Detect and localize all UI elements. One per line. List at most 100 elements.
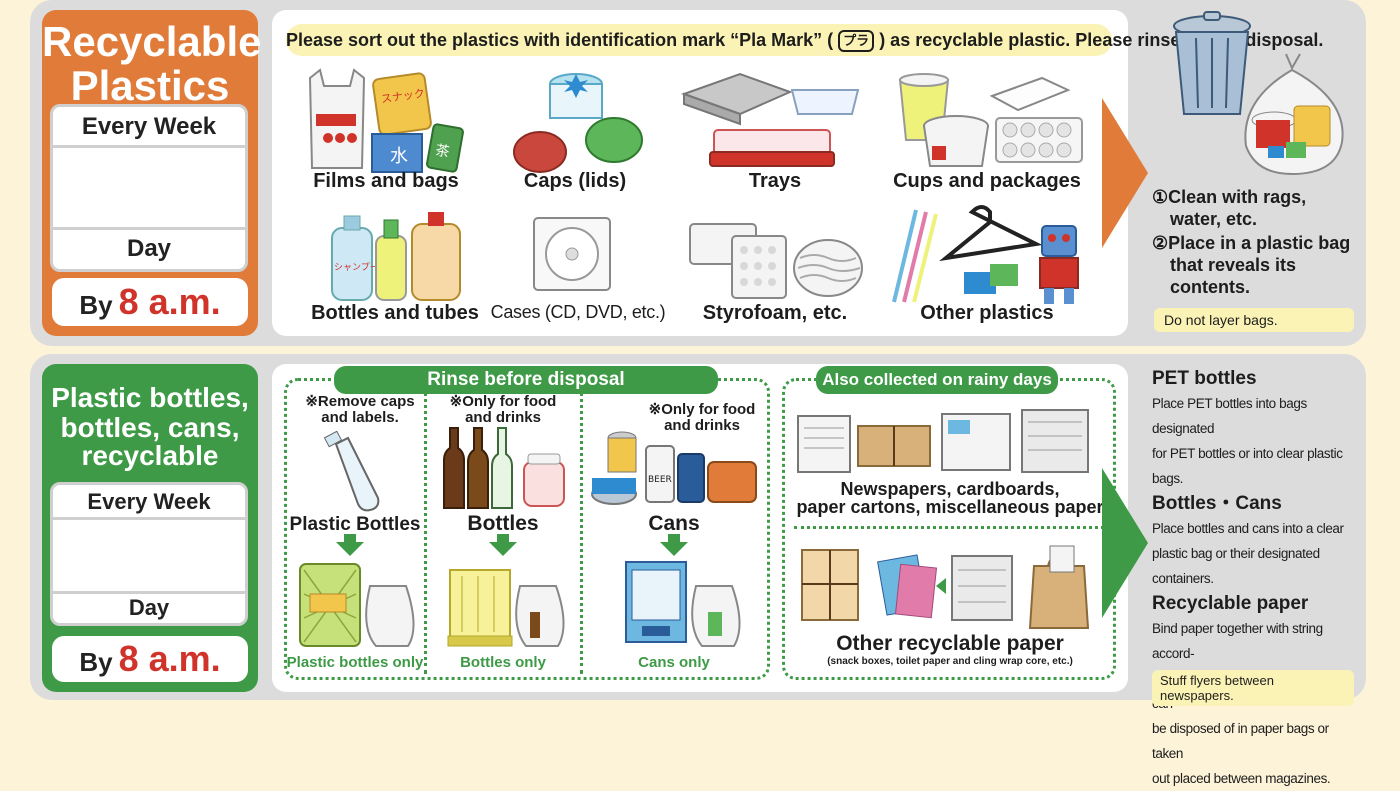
cans-icon: BEER [591, 431, 757, 505]
item-label-cases: Cases (CD, DVD, etc.) [490, 302, 666, 322]
down-arrow-head [489, 542, 517, 556]
day-label: Day [128, 595, 170, 620]
cups-packages-icon [898, 73, 1083, 167]
bottles-cans-heading: Bottles・Cans [1152, 493, 1282, 514]
note-line2: and labels. [321, 409, 399, 426]
note-line1: ※Only for food [648, 401, 756, 418]
divider [794, 526, 1104, 529]
pet-bottle-icon [323, 430, 380, 512]
step-2-line2: that reveals its [1170, 255, 1297, 275]
rainy-days-label: Also collected on rainy days [816, 366, 1058, 394]
divider [580, 392, 583, 674]
deadline-time: 8 a.m. [118, 281, 221, 322]
glass-bottles-icon [443, 427, 565, 509]
divider [53, 227, 245, 230]
plastic-bottles-note: ※Remove caps and labels. [300, 394, 420, 426]
newspapers-line1: Newspapers, cardboards, [840, 479, 1060, 499]
svg-text:スナック: スナック [380, 87, 425, 106]
plastic-bag-with-waste-icon [1244, 53, 1344, 176]
sidebar-title-line1: Plastic bottles, [51, 382, 249, 413]
sidebar-title-line2: Plastics [70, 62, 230, 109]
rinse-before-disposal-label: Rinse before disposal [334, 366, 718, 394]
bottles-label: Bottles [467, 512, 539, 535]
notice-text-post: ) as recyclable plastic. Please rinse be… [879, 30, 1324, 50]
svg-text:茶: 茶 [434, 142, 451, 160]
bottle-caps-icon [513, 73, 643, 173]
collection-day-box: Every Week Day [50, 104, 248, 272]
pet-bottles-text-1: Place PET bottles into bags designated [1152, 396, 1307, 436]
other-recyclable-paper-subtitle: (snack boxes, toilet paper and cling wra… [827, 656, 1073, 667]
flyers-note-badge: Stuff flyers between newspapers. [1152, 670, 1354, 706]
item-label-other-plastics: Other plastics [920, 302, 1054, 324]
down-arrow-icon [668, 534, 680, 544]
newspapers-cardboard-icon [797, 409, 1089, 473]
cans-label: Cans [648, 512, 700, 535]
pla-mark-notice: Please sort out the plastics with identi… [286, 24, 1323, 56]
cans-only-label: Cans only [638, 654, 710, 671]
warning-badge: Do not layer bags. [1154, 308, 1354, 332]
plastic-bag-icon: スナック 水 茶 [308, 68, 464, 173]
divider [53, 591, 245, 594]
newspapers-line2: paper cartons, miscellaneous paper [796, 497, 1104, 517]
disposal-instructions: PET bottles Place PET bottles into bags … [1152, 366, 1358, 791]
sidebar-title-line2: bottles, cans, [60, 412, 240, 443]
note-line1: ※Only for food [449, 393, 557, 410]
pla-mark-icon: プラ [838, 30, 875, 53]
item-label-trays: Trays [748, 170, 802, 192]
svg-text:BEER: BEER [648, 475, 672, 485]
other-recyclable-paper-label: Other recyclable paper [836, 632, 1064, 655]
cans-note: ※Only for food and drinks [640, 402, 764, 434]
note-line1: ※Remove caps [305, 393, 415, 410]
cd-case-icon [533, 217, 611, 291]
pet-bottles-text-2: for PET bottles or into clear plastic ba… [1152, 446, 1343, 486]
item-label-films-bags: Films and bags [313, 170, 459, 192]
arrow-shaft [1102, 128, 1108, 218]
down-arrow-head [660, 542, 688, 556]
arrow-right-icon [1102, 98, 1148, 248]
recyclable-paper-text-1: Bind paper together with string accord- [1152, 621, 1323, 661]
recyclable-paper-text-4: out placed between magazines. [1152, 771, 1331, 786]
item-label-cups-packages: Cups and packages [893, 170, 1081, 192]
notice-text-pre: Please sort out the plastics with identi… [286, 30, 834, 50]
down-arrow-icon [497, 534, 509, 544]
plastic-bottles-icon: シャンプー [331, 212, 461, 301]
item-label-styrofoam: Styrofoam, etc. [702, 302, 848, 324]
plastic-bottles-only-label: Plastic bottles only [286, 654, 424, 671]
bottles-note: ※Only for food and drinks [430, 394, 576, 426]
styrofoam-icon [689, 223, 863, 299]
svg-text:シャンプー: シャンプー [334, 262, 379, 273]
arrow-shaft [1102, 498, 1108, 588]
recyclable-paper-heading: Recyclable paper [1152, 593, 1309, 614]
pet-collection-bin-icon [299, 563, 415, 647]
other-recyclable-paper-icon [801, 545, 1090, 629]
item-label-caps: Caps (lids) [523, 170, 627, 192]
newspapers-label: Newspapers, cardboards, paper cartons, m… [790, 480, 1110, 516]
recyclable-paper-text-3: be disposed of in paper bags or taken [1152, 721, 1329, 761]
collection-day-box: Every Week Day [50, 482, 248, 626]
every-week-label: Every Week [81, 113, 217, 140]
step-2-line1: ②Place in a plastic bag [1152, 233, 1351, 253]
svg-text:水: 水 [390, 146, 408, 167]
pet-bottles-heading: PET bottles [1152, 368, 1257, 389]
down-arrow-icon [344, 534, 356, 544]
by-label: By [79, 647, 113, 677]
bottles-only-label: Bottles only [460, 654, 546, 671]
step-1-line1: ①Clean with rags, [1152, 187, 1307, 207]
recyclable-items-box: Please sort out the plastics with identi… [272, 10, 1323, 336]
bottles-cans-text-1: Place bottles and cans into a clear [1152, 521, 1344, 536]
note-line2: and drinks [664, 417, 740, 434]
note-line2: and drinks [465, 409, 541, 426]
can-collection-bin-icon [625, 561, 741, 647]
deadline-time: 8 a.m. [118, 638, 221, 679]
bottles-cans-text-2: plastic bag or their designated [1152, 546, 1320, 561]
trash-bin-icon [1173, 11, 1251, 115]
down-arrow-head [336, 542, 364, 556]
plastic-bottles-label: Plastic Bottles [289, 514, 421, 535]
divider [53, 517, 245, 520]
sidebar-title-line1: Recyclable [42, 18, 262, 65]
day-label: Day [126, 235, 172, 262]
bottle-collection-bin-icon [447, 569, 565, 647]
